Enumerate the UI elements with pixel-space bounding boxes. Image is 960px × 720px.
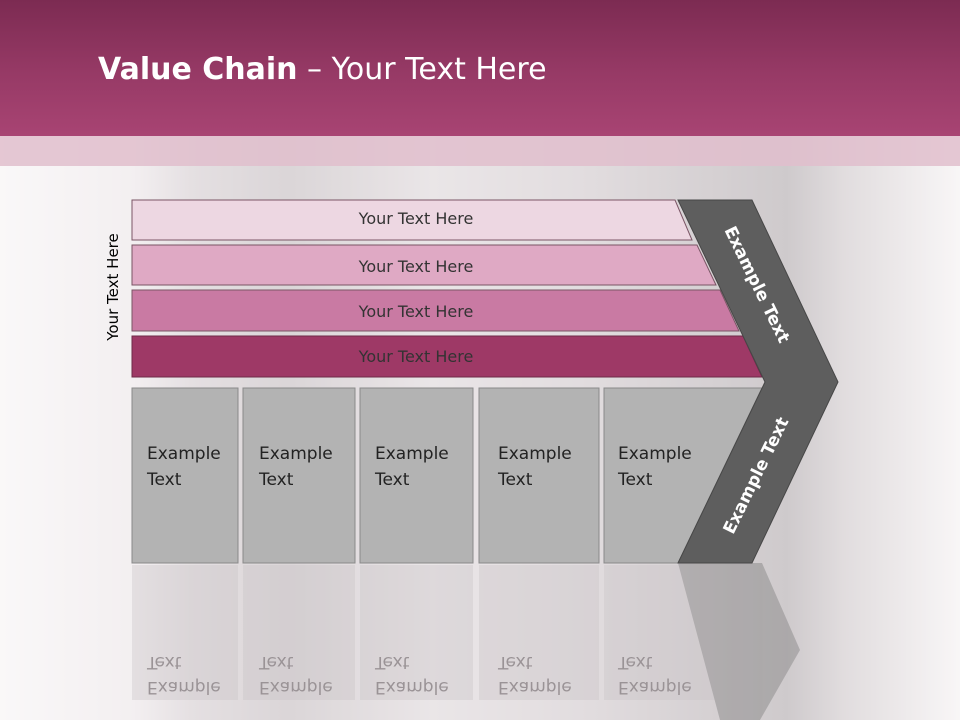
row-bar-1 (131, 199, 693, 241)
row-label-3: Your Text Here (358, 302, 474, 321)
box-reflection-5 (604, 565, 724, 700)
activity-box-2 (242, 387, 356, 564)
reflection-line1-2: Example (259, 677, 333, 697)
box-4-line1: Example (498, 444, 572, 464)
reflection-line2-1: Text (146, 652, 182, 672)
activity-box-3 (359, 387, 474, 564)
box-reflection-1 (132, 565, 238, 700)
row-label-4: Your Text Here (358, 347, 474, 366)
slide-title-bold: Value Chain (98, 52, 298, 87)
slide-title: Value Chain – Your Text Here (98, 52, 547, 87)
reflection-line2-2: Text (258, 652, 294, 672)
box-3-line1: Example (375, 444, 449, 464)
reflection-line1-5: Example (618, 677, 692, 697)
arrow-reflection (678, 563, 800, 720)
row-bar-4 (131, 335, 763, 378)
row-label-2: Your Text Here (358, 257, 474, 276)
reflection-labels: Text Example Text Example Text Example T… (146, 652, 692, 697)
activity-box-1 (131, 387, 239, 564)
box-reflection-4 (479, 565, 599, 700)
box-reflection-3 (360, 565, 473, 700)
box-1-line2: Text (146, 470, 182, 490)
row-label-1: Your Text Here (358, 209, 474, 228)
box-2-line1: Example (259, 444, 333, 464)
reflection-line1-3: Example (375, 677, 449, 697)
reflection-line2-4: Text (497, 652, 533, 672)
activity-box-4 (478, 387, 600, 564)
row-bar-2 (131, 244, 717, 286)
box-5-line1: Example (618, 444, 692, 464)
box-4-line2: Text (497, 470, 533, 490)
box-3-line2: Text (374, 470, 410, 490)
reflection-line2-5: Text (617, 652, 653, 672)
value-arrow (677, 199, 839, 564)
reflection-line1-1: Example (147, 677, 221, 697)
reflection-line2-3: Text (374, 652, 410, 672)
title-band (0, 136, 960, 166)
reflection (132, 563, 800, 720)
box-5-line2: Text (617, 470, 653, 490)
slide-title-rest: – Your Text Here (297, 52, 547, 87)
box-reflection-2 (243, 565, 355, 700)
box-1-line1: Example (147, 444, 221, 464)
row-bar-3 (131, 289, 740, 332)
reflection-line1-4: Example (498, 677, 572, 697)
title-bar (0, 0, 960, 136)
box-2-line2: Text (258, 470, 294, 490)
